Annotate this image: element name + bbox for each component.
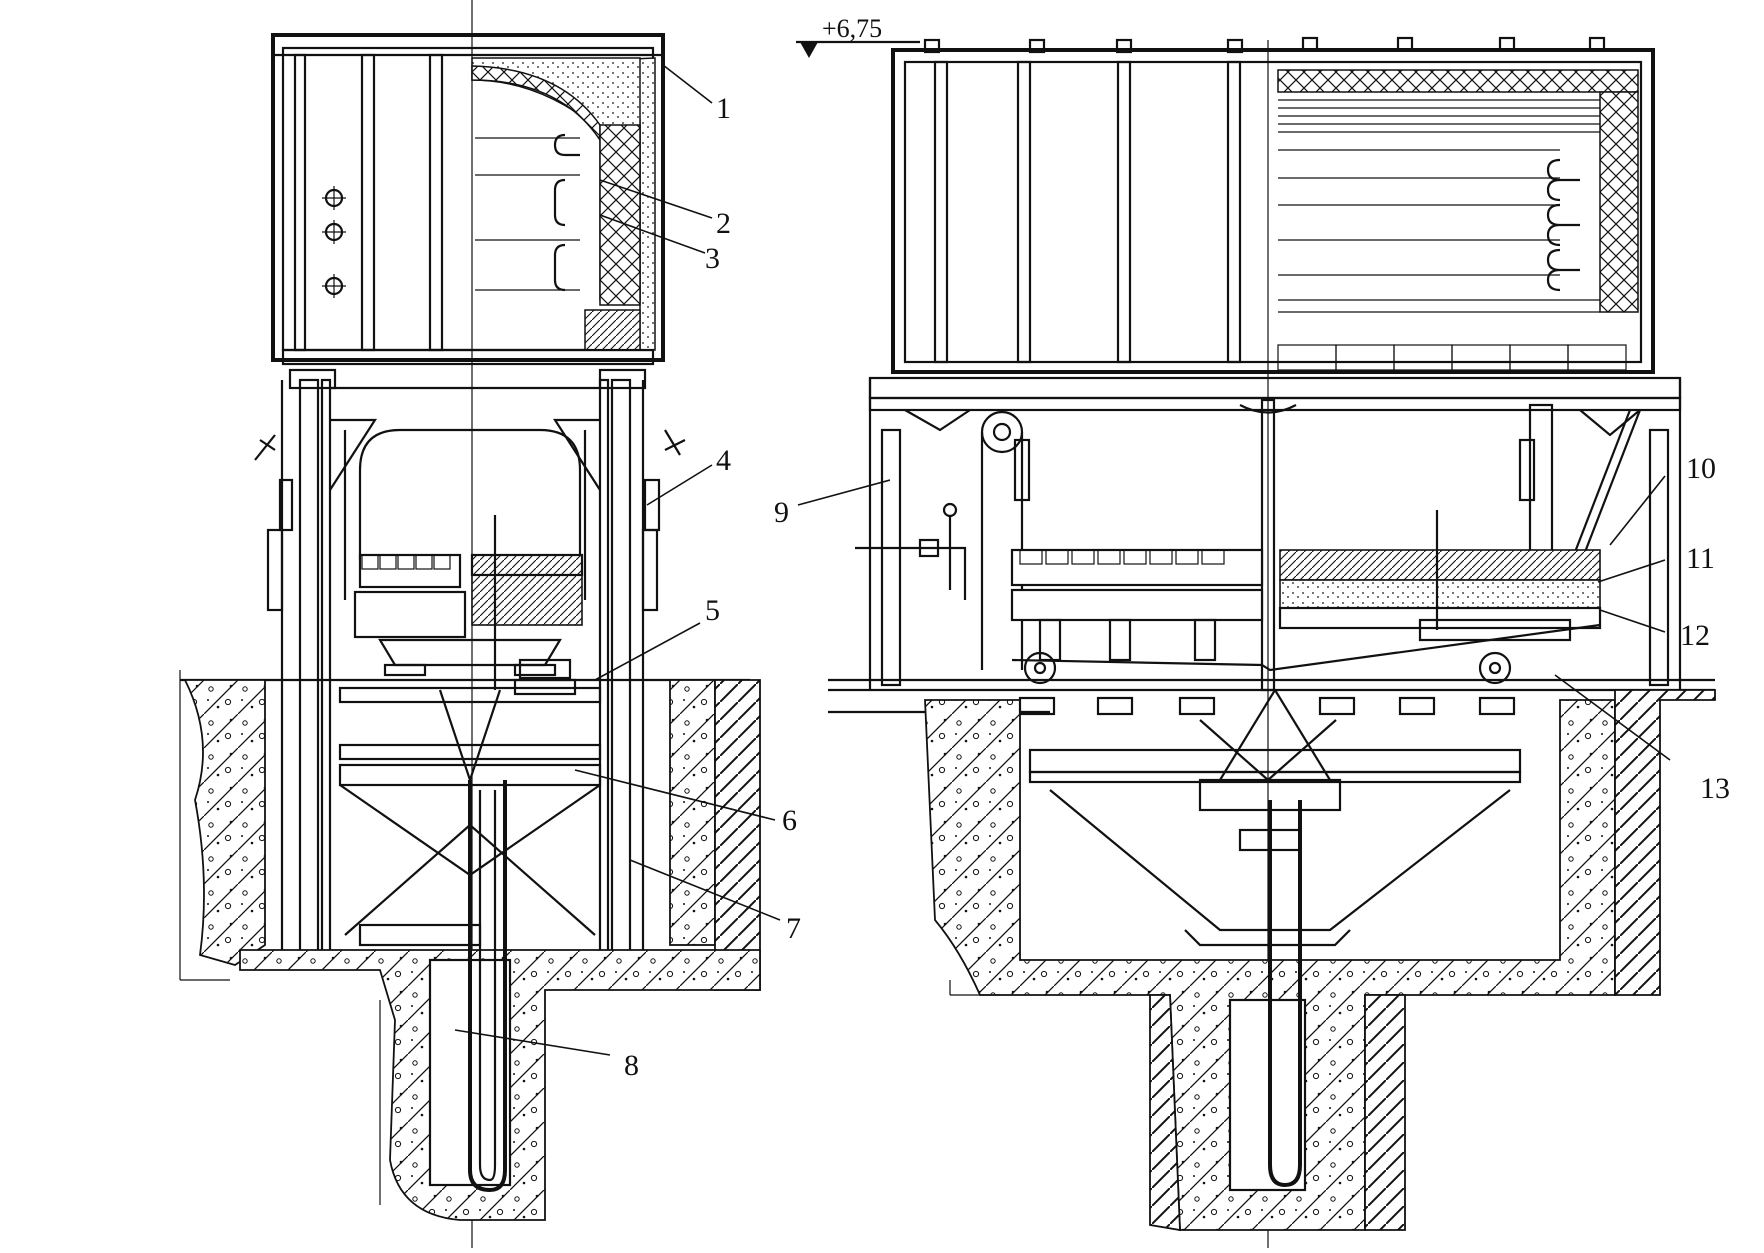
right-main-frame: [855, 376, 1682, 692]
right-bogie-load: [1010, 510, 1602, 685]
left-section-view: [179, 0, 761, 1248]
left-lower-frame: [338, 658, 602, 947]
callout-8: 8: [624, 1049, 639, 1082]
callout-leaders: [454, 64, 1671, 1056]
callout-1: 1: [716, 92, 731, 125]
hood-bolt-fittings: [322, 186, 346, 298]
callout-10: 10: [1686, 452, 1716, 485]
right-foundation: [828, 678, 1716, 1232]
left-bogie-load: [353, 515, 584, 696]
callout-9: 9: [774, 496, 789, 529]
callout-2: 2: [716, 207, 731, 240]
callout-13: 13: [1700, 772, 1730, 805]
left-upper-frame: [254, 386, 686, 612]
callout-12: 12: [1680, 619, 1710, 652]
right-furnace-hood: [891, 36, 1655, 1248]
right-heating-elements: [1546, 158, 1580, 292]
elevation-mark-label: +6,75: [822, 14, 882, 43]
elevation-marker: +6,75: [796, 14, 920, 58]
callout-6: 6: [782, 804, 797, 837]
left-heating-elements: [475, 133, 580, 292]
right-section-view: +6,75: [796, 14, 1716, 1248]
left-furnace-hood: [271, 33, 665, 366]
callout-4: 4: [716, 444, 731, 477]
callout-5: 5: [705, 594, 720, 627]
callout-11: 11: [1686, 542, 1715, 575]
right-lower-platform: [1028, 689, 1522, 947]
callout-7: 7: [786, 912, 801, 945]
callout-labels: 1 2 3 4 5 6 7 8 9 10 11 12 13: [624, 92, 1730, 1082]
right-control-lever: [855, 502, 967, 600]
callout-3: 3: [705, 242, 720, 275]
left-foundation: [179, 670, 761, 1221]
left-support-columns: [280, 368, 647, 957]
